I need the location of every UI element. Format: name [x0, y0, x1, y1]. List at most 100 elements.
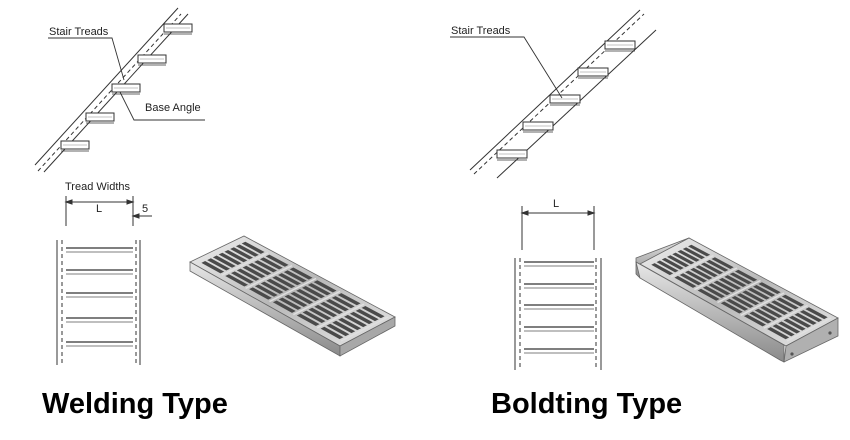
grating-cell — [296, 313, 320, 326]
grating-cell — [702, 286, 725, 298]
grating-cell — [783, 318, 806, 331]
bolting-type-title: Boldting Type — [491, 388, 683, 420]
grating-bars — [647, 242, 832, 342]
grating-cell — [651, 263, 674, 276]
grating-cell — [302, 286, 325, 299]
grating-cell — [242, 265, 266, 279]
cross-bar — [670, 254, 714, 278]
tread-set-right — [496, 40, 636, 161]
grating-cell — [760, 305, 783, 318]
grating-cell — [225, 274, 249, 287]
grating-cell — [753, 284, 776, 297]
grating-cell — [749, 311, 772, 324]
base-angle-callout: Base Angle — [119, 91, 205, 121]
cross-bar — [221, 252, 269, 276]
grating-cell — [278, 297, 302, 310]
grating-cell — [337, 293, 361, 306]
stair-treads-callout-left: Stair Treads — [48, 26, 125, 81]
grating-cell — [697, 288, 720, 301]
cross-bar — [293, 290, 341, 316]
grating-cell — [236, 268, 260, 281]
grating-cell — [308, 307, 332, 321]
grating-cell — [283, 270, 307, 283]
grating-cell — [682, 247, 705, 260]
grating-cell — [266, 278, 290, 292]
cross-bar — [694, 267, 738, 291]
grating-cell — [212, 255, 236, 268]
cross-bar — [786, 317, 832, 342]
grating-cell — [307, 283, 331, 296]
grating-cell — [711, 257, 734, 269]
grating-cell — [314, 304, 338, 318]
grating-cell — [765, 303, 788, 316]
grating-cell — [320, 326, 344, 340]
grating-cell — [361, 305, 385, 319]
grating-cell — [667, 255, 690, 268]
grating-cell — [325, 298, 349, 312]
stringer-line — [469, 9, 641, 171]
welding-type-title: Welding Type — [42, 388, 228, 420]
grating-cell — [679, 273, 702, 286]
cross-bar — [740, 292, 785, 316]
dim-5-label: 5 — [142, 203, 148, 215]
grating-cell — [218, 252, 242, 265]
grating-cell — [265, 254, 289, 267]
grating-cell — [302, 310, 326, 324]
grating-cell — [781, 294, 805, 307]
grating-cell — [805, 307, 828, 320]
dim-l-label: L — [553, 198, 559, 210]
grating-cell — [326, 323, 350, 337]
bolting-stair-side-view — [469, 9, 657, 179]
grating-cell — [254, 260, 277, 273]
tread-widths-label: Tread Widths — [65, 181, 131, 193]
grating-cell — [734, 269, 758, 282]
grating-cell — [731, 296, 754, 308]
grating-cell — [355, 308, 379, 322]
grating-cell — [743, 314, 766, 327]
grating-cell — [338, 317, 362, 331]
grating-cell — [201, 261, 225, 274]
grating-cell — [249, 287, 272, 300]
cross-bar — [717, 279, 761, 304]
cross-bar — [763, 304, 808, 329]
grating-cell — [799, 310, 823, 322]
grating-cell — [672, 252, 695, 265]
grating-cell — [320, 301, 343, 315]
grating-cell — [677, 249, 700, 262]
grating-cell — [656, 260, 679, 273]
cross-bar — [269, 277, 317, 303]
front-treads-left — [66, 247, 133, 347]
grating-cell — [685, 270, 708, 283]
grating-cell — [231, 271, 254, 284]
grating-cell — [706, 259, 729, 272]
grating-cell — [278, 273, 301, 286]
grating-cell — [729, 272, 752, 285]
grating-cell — [771, 300, 794, 313]
grating-cell — [718, 277, 742, 290]
grating-cell — [259, 257, 283, 270]
grating-cell — [695, 265, 718, 278]
cross-bar — [316, 303, 365, 329]
stringer-line — [34, 7, 179, 166]
grating-cell — [674, 275, 697, 288]
cross-bar — [340, 316, 389, 342]
welding-grating-render — [189, 235, 396, 357]
grating-cell — [778, 321, 801, 334]
welding-stair-side-view — [34, 7, 193, 173]
grating-cell — [296, 288, 320, 302]
grating-cell — [241, 241, 265, 254]
grating-cell — [284, 294, 308, 308]
grating-cell — [331, 296, 355, 309]
grating-cell — [690, 267, 713, 280]
cross-bar — [647, 242, 691, 265]
front-treads-right — [524, 261, 594, 354]
cross-bar — [197, 239, 245, 263]
grating-cell — [235, 244, 259, 257]
cross-bar — [245, 265, 293, 289]
grating-cell — [224, 250, 248, 263]
grating-cell — [736, 293, 760, 306]
stair-treads-label: Stair Treads — [451, 25, 511, 37]
grating-cell — [272, 275, 296, 289]
grating-cell — [349, 311, 373, 325]
